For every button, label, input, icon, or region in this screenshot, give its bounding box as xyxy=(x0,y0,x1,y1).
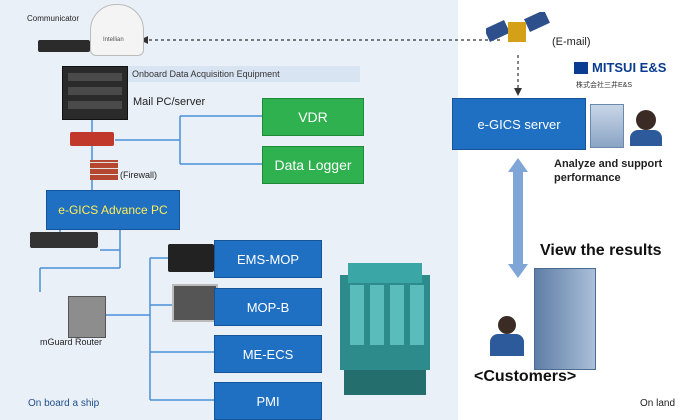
mail-pc-label: Mail PC/server xyxy=(133,96,206,108)
customer-person-icon xyxy=(498,316,516,334)
me-ecs-box: ME-ECS xyxy=(214,335,322,373)
acquisition-label: Onboard Data Acquisition Equipment xyxy=(128,66,360,82)
land-footer-label: On land xyxy=(640,398,676,409)
monitor-device xyxy=(172,284,218,322)
ems-device xyxy=(168,244,214,272)
satellite-dome: Intellian xyxy=(90,4,144,56)
brand-logo-icon xyxy=(574,62,588,74)
analyze-label-line2: performance xyxy=(554,172,621,184)
router-label: mGuard Router xyxy=(40,337,103,347)
router-device xyxy=(68,296,106,338)
brand-name: MITSUI E&S xyxy=(592,60,667,75)
analyze-label-line1: Analyze and support xyxy=(554,158,663,170)
egics-server-box: e-GICS server xyxy=(452,98,586,150)
brand-subtitle: 株式会社三井E&S xyxy=(576,82,633,89)
server-rack xyxy=(62,66,128,120)
dome-brand: Intellian xyxy=(103,37,124,43)
advance-pc-device xyxy=(30,232,98,248)
ship-footer-label: On board a ship xyxy=(28,398,100,409)
customer-body xyxy=(490,334,524,356)
satellite-icon xyxy=(486,12,550,42)
firewall-icon xyxy=(90,160,118,180)
data-logger-box: Data Logger xyxy=(262,146,364,184)
mop-b-box: MOP-B xyxy=(214,288,322,326)
vdr-box: VDR xyxy=(262,98,364,136)
pmi-box: PMI xyxy=(214,382,322,420)
ems-mop-box: EMS-MOP xyxy=(214,240,322,278)
communicator-label: Communicator xyxy=(27,14,80,23)
advance-pc-box: e-GICS Advance PC xyxy=(46,190,180,230)
customers-label: <Customers> xyxy=(474,368,577,385)
firewall-label: (Firewall) xyxy=(120,170,157,180)
network-switch xyxy=(70,132,114,146)
analyst-person-icon xyxy=(636,110,656,130)
communicator-unit xyxy=(38,40,90,52)
engine-illustration xyxy=(340,263,430,395)
customer-building-icon xyxy=(534,268,596,370)
view-results-label: View the results xyxy=(540,242,662,259)
email-label: (E-mail) xyxy=(552,36,591,48)
analyst-body xyxy=(630,130,662,146)
office-building-icon xyxy=(590,104,624,148)
